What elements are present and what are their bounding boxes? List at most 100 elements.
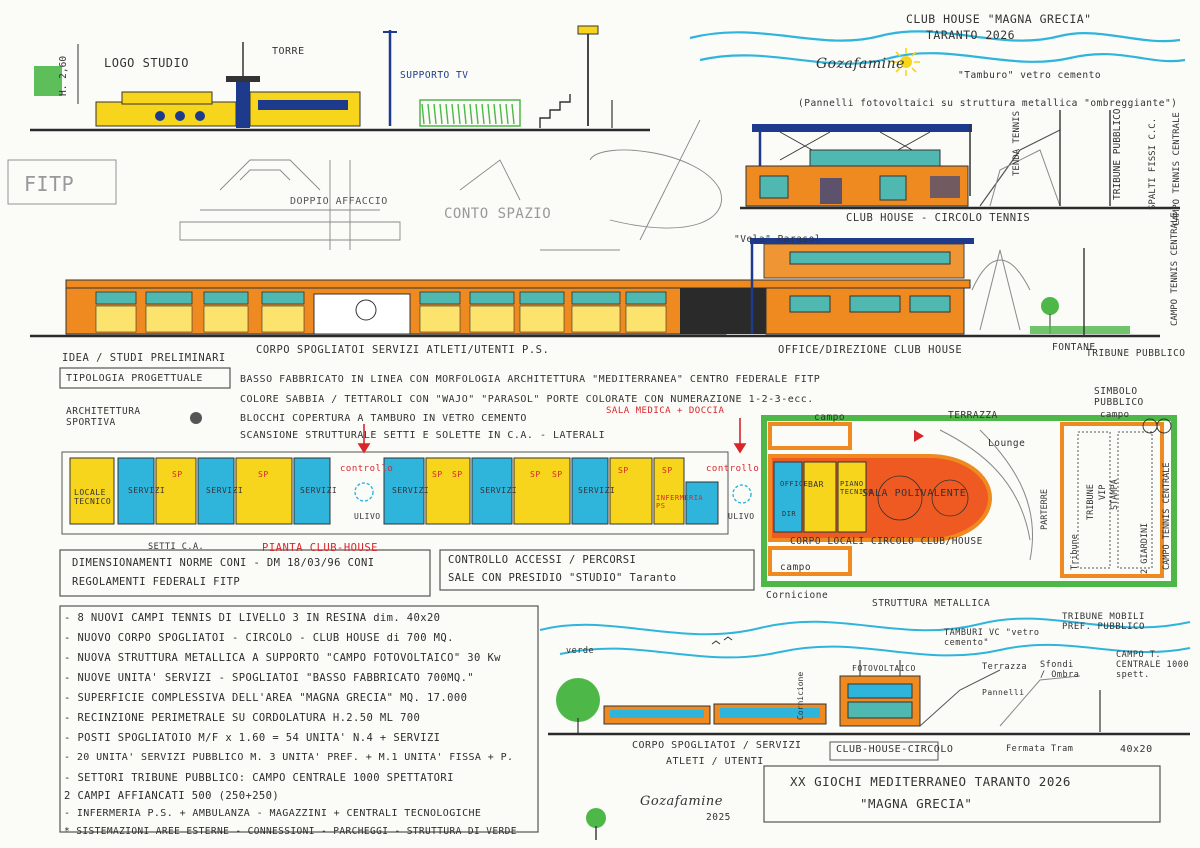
setti-label: SETTI C.A. (148, 542, 205, 552)
office-label: OFFICE (780, 480, 809, 488)
controllo-box (439, 549, 755, 591)
room-servizi-1: SERVIZI (128, 486, 166, 495)
overhang-label: DOPPIO AFFACCIO (290, 196, 388, 207)
idea-line-1: BASSO FABBRICATO IN LINEA CON MORFOLOGIA… (240, 374, 821, 385)
roof-note-a: "Tamburo" vetro cemento (958, 70, 1102, 81)
seats-label: SPALTI FISSI C.C. (1148, 117, 1158, 210)
tamburi-label: TAMBURI VC "vetro cemento" (944, 628, 1040, 648)
locale-tecnico-label: LOCALE TECNICO (74, 488, 112, 506)
clubhouse-plan-caption: CORPO LOCALI CIRCOLO CLUB/HOUSE (790, 536, 983, 547)
room-servizi-6: SERVIZI (578, 486, 616, 495)
verde-label: verde (566, 646, 595, 656)
idea-line-4: SCANSIONE STRUTTURALE SETTI E SOLETTE IN… (240, 430, 606, 441)
room-sp-7: SP (618, 466, 629, 475)
bottom-caption-mid: CLUB-HOUSE-CIRCOLO (836, 744, 954, 755)
campo-a-label: campo (814, 412, 846, 423)
bottom-caption-left-b: ATLETI / UTENTI (666, 756, 764, 767)
roof-note-b: (Pannelli fotovoltaici su struttura meta… (798, 98, 1178, 109)
program-box (59, 605, 539, 833)
program-line-12: * SISTEMAZIONI AREE ESTERNE - CONNESSION… (64, 826, 517, 837)
room-servizi-2: SERVIZI (206, 486, 244, 495)
infermeria-label: INFERMERIA PS (656, 494, 704, 510)
room-sp-5: SP (530, 470, 541, 479)
room-sp-4: SP (452, 470, 463, 479)
bottom-caption-left-a: CORPO SPOGLIATOI / SERVIZI (632, 740, 802, 751)
vela-label: "Vela" Parasol (734, 234, 822, 245)
program-line-1: - 8 NUOVI CAMPI TENNIS DI LIVELLO 3 IN R… (64, 612, 441, 624)
campo-bottom-label: CAMPO T. CENTRALE 1000 spett. (1116, 650, 1190, 680)
bar-label: BAR (808, 480, 824, 489)
idea-line-3: BLOCCHI COPERTURA A TAMBURO IN VETRO CEM… (240, 413, 527, 424)
top-left-section-elevation (30, 25, 650, 132)
fontana-label: FONTANE (1052, 342, 1096, 353)
tipologia-label: TIPOLOGIA PROGETTUALE (66, 373, 203, 384)
lounge-label: Lounge (988, 438, 1026, 449)
idea-heading: IDEA / STUDI PRELIMINARI (62, 352, 226, 364)
plan-caption: PIANTA CLUB-HOUSE (262, 542, 378, 554)
room-sp-1: SP (172, 470, 183, 479)
signature-top: Gozafamine (816, 56, 905, 72)
parterre-label: PARTERRE (1040, 489, 1050, 530)
bottom-elevation (539, 617, 1191, 736)
fotovoltaico-label: FOTOVOLTAICO (852, 664, 916, 673)
contact-label: CONTO SPAZIO (444, 206, 552, 222)
sala-polivalente-label: SALA POLIVALENTE (862, 488, 967, 499)
campo-label: CAMPO TENNIS CENTRALE (1172, 112, 1182, 226)
long-elevation-strip (30, 238, 1160, 338)
vip-label: VIP (1098, 484, 1108, 500)
side-campo-label: CAMPO TENNIS CENTRALE (1170, 212, 1180, 326)
footer-year: 2025 (706, 812, 731, 823)
fitp-label: FITP (24, 172, 75, 196)
title-line-1: CLUB HOUSE "MAGNA GRECIA" (906, 12, 1092, 26)
sfondo-label: Sfondi / Ombra (1040, 660, 1080, 680)
terrazza-label: TERRAZZA (948, 410, 998, 421)
tribune-bottom-label: TRIBUNE MOBILI PREF. PUBBLICO (1062, 612, 1145, 632)
ulivo-b: ULIVO (728, 512, 755, 521)
controllo-b: controllo (706, 464, 760, 474)
room-servizi-5: SERVIZI (480, 486, 518, 495)
tribune-right-label: TRIBUNE PUBBLICO (1086, 348, 1186, 359)
program-line-4: - NUOVE UNITA' SERVIZI - SPOGLIATOI "BAS… (64, 672, 475, 684)
title-line-2: TARANTO 2026 (926, 28, 1016, 42)
terrazza-bottom-label: Terrazza (982, 662, 1027, 672)
cornice-label: Cornicione (766, 590, 829, 601)
long-elevation-caption-left: CORPO SPOGLIATOI SERVIZI ATLETI/UTENTI P… (256, 344, 550, 356)
program-line-9: - SETTORI TRIBUNE PUBBLICO: CAMPO CENTRA… (64, 772, 454, 784)
arch-label: ARCHITETTURA SPORTIVA (66, 406, 141, 428)
pannelli-label: Pannelli (982, 688, 1025, 697)
clubhouse-site-plan (761, 415, 1177, 587)
clubhouse-elevation (689, 30, 1186, 210)
dir-label: DIR (782, 510, 797, 518)
controllo-a: controllo (340, 464, 394, 474)
tribune-label: TRIBUNE PUBBLICO (1112, 108, 1123, 200)
tenda-label: TENDA TENNIS (1012, 110, 1022, 176)
long-elevation-caption-right: OFFICE/DIREZIONE CLUB HOUSE (778, 344, 963, 356)
event-line-2: "MAGNA GRECIA" (860, 796, 973, 811)
clubhouse-plan (61, 412, 752, 535)
program-line-8: - 20 UNITA' SERVIZI PUBBLICO M. 3 UNITA'… (64, 752, 514, 763)
norme-line-1: DIMENSIONAMENTI NORME CONI - DM 18/03/96… (72, 557, 375, 569)
simbolo-label: SIMBOLO PUBBLICO (1094, 386, 1144, 408)
stampa-label: STAMPA (1110, 479, 1120, 510)
norme-line-2: REGOLAMENTI FEDERALI FITP (72, 576, 241, 588)
program-line-5: - SUPERFICIE COMPLESSIVA DELL'AREA "MAGN… (64, 692, 468, 704)
clubhouse-elevation-caption: CLUB HOUSE - CIRCOLO TENNIS (846, 212, 1031, 224)
footer-signature: Gozafamine (640, 794, 723, 809)
room-sp-3: SP (432, 470, 443, 479)
red-note: SALA MEDICA + DOCCIA (606, 406, 725, 416)
struttura-label: STRUTTURA METALLICA (872, 598, 991, 609)
room-servizi-3: SERVIZI (300, 486, 338, 495)
ulivo-a: ULIVO (354, 512, 381, 521)
campo-centrale-plan-label: CAMPO TENNIS CENTRALE (1162, 462, 1172, 570)
program-line-11: - INFERMERIA P.S. + AMBULANZA - MAGAZZIN… (64, 808, 482, 819)
bottom-caption-right-a: Fermata Tram (1006, 744, 1074, 754)
program-line-6: - RECINZIONE PERIMETRALE SU CORDOLATURA … (64, 712, 421, 724)
tower-label: TORRE (272, 46, 305, 57)
clubhouse-caption-box (829, 741, 939, 761)
piano-tecnico-label: PIANO TECNICO (840, 480, 874, 496)
tree-icon (586, 808, 606, 828)
program-line-3: - NUOVA STRUTTURA METALLICA A SUPPORTO "… (64, 652, 501, 664)
tribune-block-label: TRIBUNE (1086, 484, 1096, 520)
